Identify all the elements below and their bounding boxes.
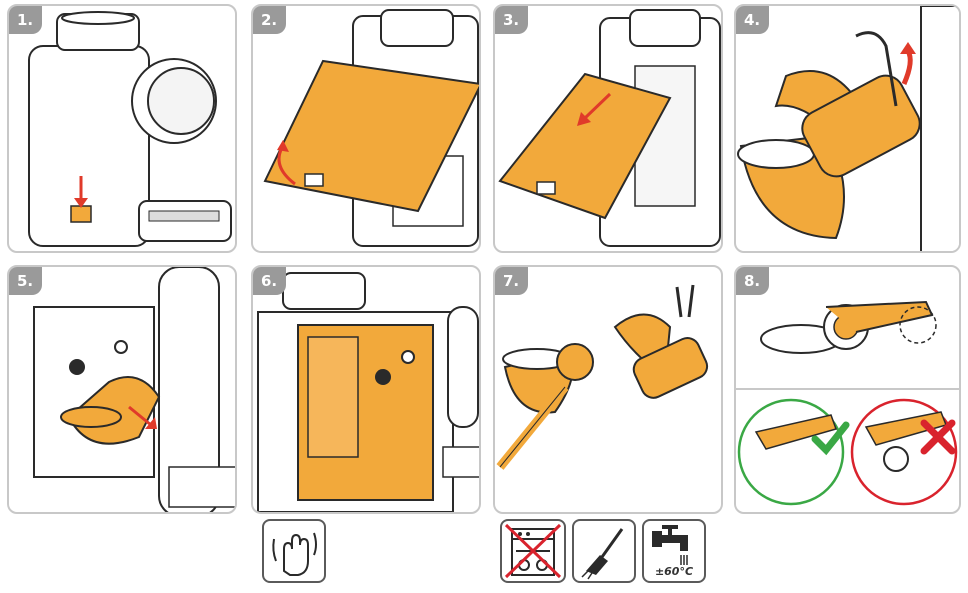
- step-number-badge: 6.: [253, 267, 287, 295]
- brew-unit-removal-illustration: [33, 267, 235, 512]
- step-number-badge: 4.: [736, 6, 770, 34]
- machine-illustration: [28, 11, 232, 247]
- step-panel-4: 4.: [734, 4, 961, 253]
- step-panel-2: 2.: [251, 4, 481, 253]
- step-panel-6: 6.: [251, 265, 481, 514]
- no-dishwasher-icon: [500, 519, 566, 583]
- step-number-badge: 3.: [495, 6, 529, 34]
- step-number-badge: 1.: [9, 6, 43, 34]
- water-temperature-label: ±60°C: [654, 565, 694, 578]
- water-tap-icon: ±60°C: [642, 519, 706, 583]
- step-panel-5: 5.: [7, 265, 237, 514]
- brew-unit-unlock-illustration: [737, 6, 959, 251]
- cross-icon: [920, 419, 956, 455]
- machine-interior-illustration: [257, 272, 479, 512]
- cover-removal-illustration: [263, 9, 479, 247]
- hand-wipe-icon: [262, 519, 326, 583]
- step-panel-8: 8.: [734, 265, 961, 514]
- step-number-badge: 8.: [736, 267, 770, 295]
- step-number-badge: 2.: [253, 6, 287, 34]
- step-number-badge: 7.: [495, 267, 529, 295]
- step-panel-7: 7.: [493, 265, 723, 514]
- check-icon: [811, 421, 850, 456]
- brush-icon: [572, 519, 636, 583]
- reassembly-check-illustration: [736, 300, 959, 506]
- step-panel-1: 1.: [7, 4, 237, 253]
- step-panel-3: 3.: [493, 4, 723, 253]
- step-number-badge: 5.: [9, 267, 43, 295]
- brew-unit-parts-illustration: [496, 284, 709, 470]
- cover-slide-illustration: [498, 9, 721, 247]
